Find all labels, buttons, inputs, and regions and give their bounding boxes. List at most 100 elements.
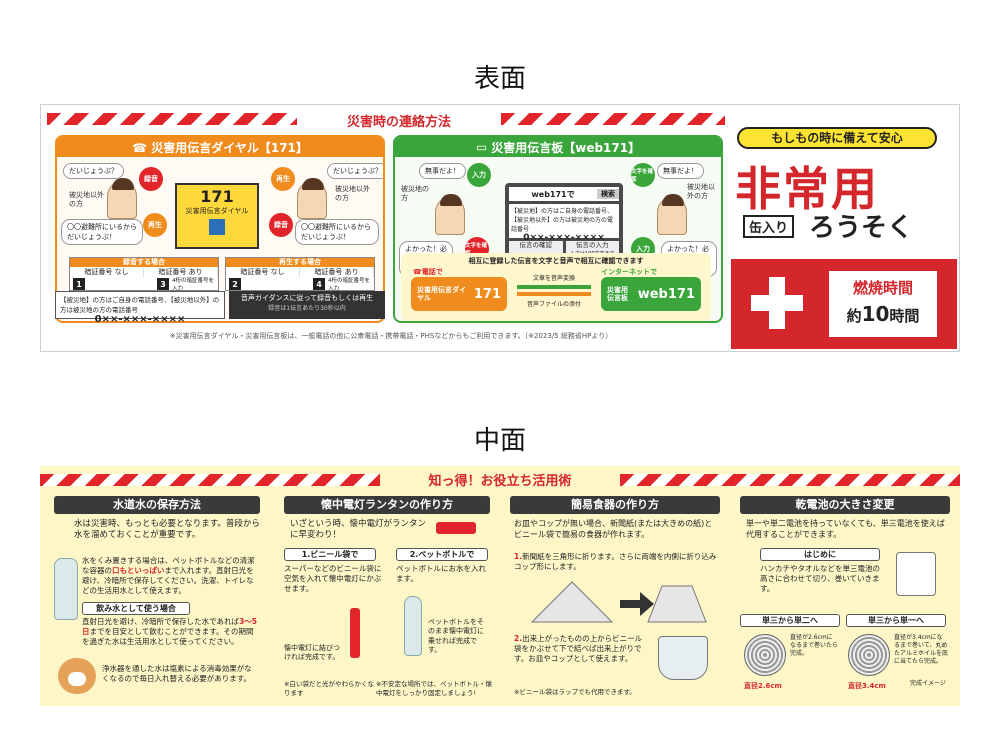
board-tag-confirm-2: 文字を確認 [631, 163, 655, 187]
dial-label-right: 被災地以外の方 [335, 185, 370, 202]
middle-title: 知っ得！お役立ち活用術 [382, 470, 618, 489]
c4-sub3-body: 直径が3.4cmになるまで巻いて、丸めたアルミホイルを底に当てたら完成。 [894, 634, 948, 666]
paper-fold-diagram [530, 581, 707, 623]
arrow-right-icon [620, 592, 654, 616]
c2-head: 懐中電灯ランタンの作り方 [284, 496, 490, 514]
dial-label-left: 被災地以外の方 [69, 191, 104, 208]
tag-play: 再生 [143, 213, 167, 237]
flashlight-icon [436, 522, 476, 534]
c4-done: 完成イメージ [910, 680, 946, 687]
dial-guidance-note: 録音は1伝言あたり30秒以内 [268, 305, 346, 312]
board-label-left: 被災地の方 [401, 185, 429, 202]
dial-bubble-right: だいじょうぶ？ [327, 163, 383, 179]
dial-box: ☎ 災害用伝言ダイヤル【171】 だいじょうぶ？ 録音 被災地以外の方 〇〇避難… [55, 135, 385, 323]
board-tag-input-1: 入力 [467, 163, 491, 187]
board-info-text: 【被災地】の方はご自身の電話番号、【被災地以外】の方は被災地の方の電話番号 [511, 208, 614, 233]
c4-diameter-2: 直径3.4cm [848, 682, 886, 690]
product-main-title: 非常用 [735, 162, 879, 216]
c1-body2: 直射日光を避け、冷暗所で保存した水であれば3～5日までを目安として飲むことができ… [82, 617, 260, 647]
dial-phone-box: 【被災地】の方はご自身の電話番号、【被災地以外】の方は被災地の方の電話番号 0×… [55, 291, 225, 325]
board-header-label: 災害用伝言板【web171】 [491, 140, 641, 155]
mid-stripe-right [620, 474, 960, 486]
board-person-right-icon [657, 194, 687, 235]
pill-board-number: web171 [637, 286, 695, 302]
play-col-1: 暗証番号 なし [226, 267, 300, 277]
triangle-fold-icon [530, 581, 614, 623]
board-bubble-2: 無事だよ！ [657, 163, 704, 179]
c2-step1: 1.ビニール袋で [284, 548, 376, 561]
c4-sub1: はじめに [760, 548, 880, 561]
board-header: ▭災害用伝言板【web171】 [395, 137, 721, 157]
rec-col-1: 暗証番号 なし [70, 267, 144, 277]
board-info-number: 0××-×××-×××× [523, 233, 605, 243]
dial-phone-text: 【被災地】の方はご自身の電話番号、【被災地以外】の方は被災地の方の電話番号 [60, 296, 220, 314]
pill-dial-number: 171 [473, 286, 501, 302]
pill-dial: 災害用伝言ダイヤル 171 [411, 277, 507, 311]
tag-record-2: 録音 [269, 213, 293, 237]
arrow-bottom-label: 音声ファイルの添付 [526, 301, 581, 308]
tag-play-2: 再生 [271, 167, 295, 191]
c1-intro: 水は災害時、もっとも必要となります。普段から水を溜めておくことが重要です。 [74, 519, 260, 541]
hazard-stripe-left [47, 113, 297, 125]
board-person-left-icon [435, 194, 465, 235]
c3-step1-num: 1. [514, 552, 523, 561]
c3-step1-text: 新聞紙を三角形に折ります。さらに両端を内側に折り込みコップ形にします。 [514, 552, 717, 572]
c2-note1: ※白い袋だと光がやわらかくなります [284, 680, 374, 697]
towel-roll-icon [896, 552, 936, 596]
lantern-bag-icon [350, 608, 360, 658]
dial-bubble-right-2: 〇〇避難所にいるからだいじょうぶ！ [295, 219, 379, 245]
lantern-bottle-icon [404, 596, 422, 656]
c4-intro: 単一や単二電池を持っていなくても、単三電池を使えば代用することができます。 [746, 519, 945, 539]
c4-sub3: 単三から単一へ [846, 614, 946, 627]
dial-center-box: 171 災害用伝言ダイヤル [175, 183, 259, 249]
battery-wrap-26-icon [744, 634, 786, 676]
mid-stripe-left [40, 474, 380, 486]
search-bar[interactable]: web171で検索 [509, 187, 619, 201]
front-title: 災害時の連絡方法 [299, 111, 499, 130]
c3-note: ※ビニール袋はラップでも代用できます。 [514, 688, 636, 696]
product-red-band: 燃焼時間 約10時間 [731, 259, 957, 349]
c1-body3: 浄水器を通した水は塩素による消毒効果がなくなるので毎日入れ替える必要があります。 [102, 664, 252, 684]
burn-time-value: 約10時間 [829, 302, 937, 326]
c4-sub2-body: 直径が2.6cmになるまで巻いたら完成。 [790, 634, 839, 658]
arrow-top-label: 文章を音声変換 [532, 275, 575, 282]
board-bubble-1: 無事だよ！ [419, 163, 466, 179]
c2-step1-body: スーパーなどのビニール袋に空気を入れて懐中電灯にかぶせます。 [284, 564, 382, 594]
product-tagline: もしもの時に備えて安心 [737, 127, 937, 149]
burn-number: 10 [861, 302, 890, 326]
board-label-right: 被災地以外の方 [687, 183, 715, 200]
product-can-badge: 缶入り [743, 215, 795, 238]
dial-bubble-left-2: 〇〇避難所にいるからだいじょうぶ！ [61, 219, 143, 245]
arrow-left-icon [517, 292, 591, 296]
rec-num-2: 3 [157, 278, 169, 290]
person-left-icon [107, 178, 137, 219]
search-button[interactable]: 検索 [597, 189, 619, 199]
dial-number: 171 [200, 187, 234, 206]
board-bottom-panel: 相互に登録した伝言を文字と音声で相互に確認できます ☎電話で インターネットで … [401, 253, 711, 321]
play-code-table: 再生する場合 暗証番号 なし暗証番号 あり 2 4 4桁の暗証番号を入力 [225, 257, 375, 292]
record-header: 録音する場合 [70, 258, 218, 267]
product-label: もしもの時に備えて安心 非常用 缶入り ろうそく 燃焼時間 約10時間 [731, 119, 957, 349]
person-right-icon [297, 178, 327, 219]
dial-guidance-box: 音声ガイダンスに従って録音もしくは再生 録音は1伝言あたり30秒以内 [229, 291, 385, 319]
c3-step2-text: 出来上がったものの上からビニール袋をかぶせて下で結べば出来上がりです。お皿やコッ… [514, 634, 643, 664]
play-num-2: 4 [313, 278, 325, 290]
c3-intro: お皿やコップが無い場合、新聞紙(または大きめの紙)とビニール袋で簡易の食器が作れ… [514, 519, 713, 539]
c1-body1-red: 口もといっぱい [112, 566, 165, 576]
tag-record: 録音 [139, 167, 163, 191]
c3-step2: 2.出来上がったものの上からビニール袋をかぶせて下で結べば出来上がりです。お皿や… [514, 634, 644, 664]
dial-phone-number: 0××-×××-×××× [94, 314, 186, 325]
play-header: 再生する場合 [226, 258, 374, 267]
play-num-1: 2 [229, 278, 241, 290]
pill-left-header: ☎電話で [413, 268, 443, 276]
c1-body1-a: 水をくみ置きする場合は、ペットボトルなどの清潔な容器の [82, 556, 255, 576]
play-col-2: 暗証番号 あり [300, 267, 374, 277]
product-candle-text: ろうそく [809, 213, 914, 243]
dial-guidance-text: 音声ガイダンスに従って録音もしくは再生 [240, 294, 374, 302]
c1-subhead: 飲み水として使う場合 [82, 602, 190, 615]
battery-wrap-34-icon [848, 634, 890, 676]
pill-dial-label: 災害用伝言ダイヤル [417, 285, 466, 302]
middle-panel: 知っ得！お役立ち活用術 水道水の保存方法 水は災害時、もっとも必要となります。普… [40, 466, 960, 706]
water-bottle-icon [54, 558, 78, 620]
dishware-column: 簡易食器の作り方 お皿やコップが無い場合、新聞紙(または大きめの紙)とビニール袋… [510, 496, 720, 702]
